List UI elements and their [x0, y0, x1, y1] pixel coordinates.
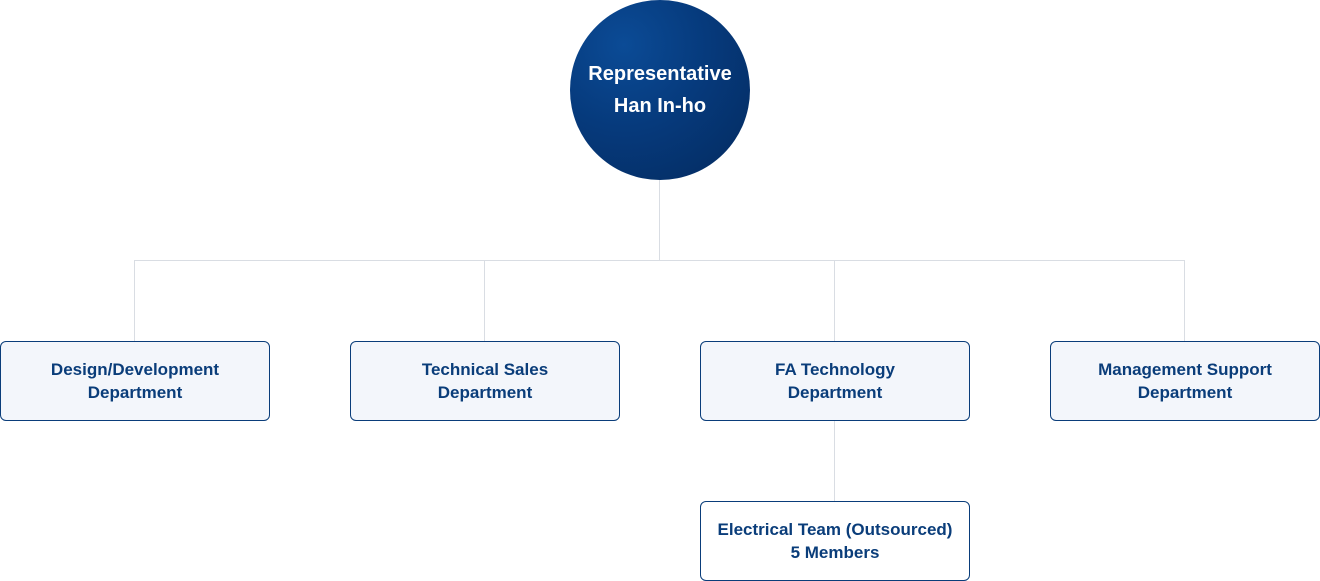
department-label-line1: Design/Development [50, 360, 220, 379]
representative-name: Han In-ho [613, 95, 707, 117]
department-fa-technology: FA Technology Department [700, 341, 970, 421]
department-management-support: Management Support Department [1050, 341, 1320, 421]
connector-horizontal [134, 260, 1185, 261]
department-label-line1: Technical Sales [421, 360, 549, 379]
department-label-line1: Management Support [1098, 360, 1272, 379]
connector-dept-1 [134, 260, 135, 342]
department-label-line2: Department [87, 383, 183, 402]
department-label-line2: Department [437, 383, 533, 402]
connector-root-down [659, 180, 660, 261]
department-label-line2: Department [1137, 383, 1233, 402]
representative-node: Representative Han In-ho [570, 0, 750, 180]
sub-unit-label-line2: 5 Members [790, 543, 880, 562]
connector-dept-4 [1184, 260, 1185, 342]
electrical-team-node: Electrical Team (Outsourced) 5 Members [700, 501, 970, 581]
department-design-development: Design/Development Department [0, 341, 270, 421]
sub-unit-label-line1: Electrical Team (Outsourced) [717, 520, 953, 539]
department-technical-sales: Technical Sales Department [350, 341, 620, 421]
department-label-line1: FA Technology [775, 360, 895, 379]
representative-title: Representative [588, 63, 732, 85]
connector-sub-unit [834, 420, 835, 502]
connector-dept-3 [834, 260, 835, 342]
connector-dept-2 [484, 260, 485, 342]
department-label-line2: Department [787, 383, 883, 402]
